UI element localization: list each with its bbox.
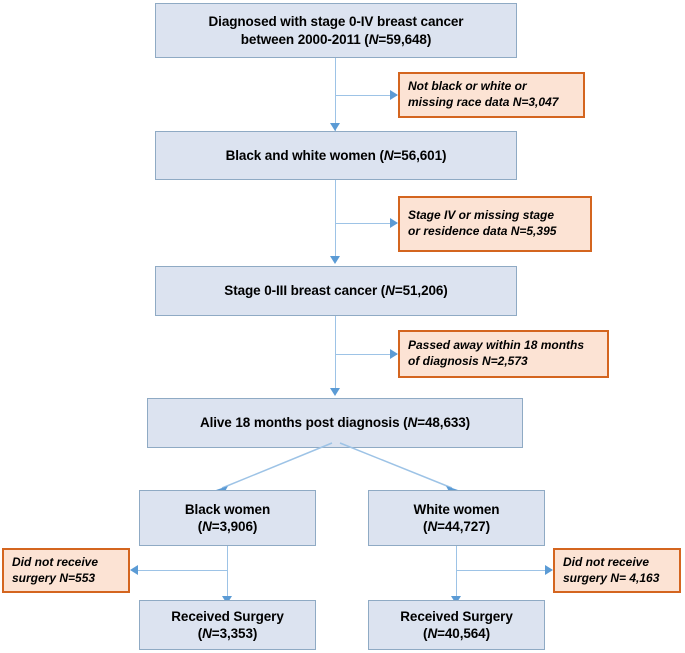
- exclusion-stage-line1: Stage IV or missing stage: [408, 208, 555, 223]
- arrowhead-to-exclusion-race: [390, 90, 398, 100]
- node-alive-pre: Alive 18 months post diagnosis (: [199, 415, 408, 431]
- node-stage-pre: Stage 0-III breast cancer (: [224, 283, 386, 299]
- node-black-white-n-symbol: N: [383, 147, 394, 163]
- node-stage-line1: Stage 0-III breast cancer (N=51,206): [156, 282, 516, 299]
- node-black-surgery-line1: Received Surgery: [171, 608, 284, 624]
- connector-to-exclusion-death: [335, 354, 397, 355]
- exclusion-stage-line2: or residence data N=5,395: [408, 224, 557, 238]
- exclusion-did-not-receive-surgery-white[interactable]: Did not receive surgery N= 4,163: [553, 548, 681, 593]
- node-white-surgery-line1: Received Surgery: [400, 608, 513, 624]
- exclusion-no-surgery-white-line1: Did not receive: [563, 554, 650, 569]
- node-diagnosed-with-stage-0-iv[interactable]: Diagnosed with stage 0-IV breast cancer …: [155, 3, 517, 58]
- arrowhead-to-exclusion-stage: [390, 218, 398, 228]
- node-black-women[interactable]: Black women (N=3,906): [139, 490, 316, 546]
- node-black-women-pre: (: [197, 519, 203, 534]
- node-black-white-post: =56,601): [393, 147, 447, 163]
- node-white-surgery-post: =40,564): [437, 626, 490, 641]
- node-black-white-pre: Black and white women (: [225, 147, 384, 163]
- connector-black-women-to-surgery: [227, 546, 228, 600]
- arrowhead-diagnosed-to-black-white: [330, 123, 340, 131]
- connector-to-exclusion-no-surgery-white: [456, 570, 547, 571]
- arrowhead-to-exclusion-no-surgery-black: [130, 565, 138, 575]
- node-black-surgery-post: =3,353): [211, 626, 258, 641]
- exclusion-race-line1: Not black or white or: [408, 79, 527, 94]
- node-white-surgery-line2: (N=40,564): [369, 625, 544, 642]
- node-white-women-pre: (: [423, 519, 428, 534]
- node-white-surgery-n-symbol: N: [427, 626, 438, 641]
- node-white-women-line1: White women: [413, 501, 500, 517]
- node-black-surgery-n-symbol: N: [202, 626, 212, 641]
- node-white-women-post: =44,727): [437, 519, 490, 534]
- node-alive-post: =48,633): [417, 415, 471, 431]
- node-stage-post: =51,206): [394, 283, 448, 299]
- node-stage-0-iii-breast-cancer[interactable]: Stage 0-III breast cancer (N=51,206): [155, 266, 517, 316]
- arrowhead-to-exclusion-no-surgery-white: [545, 565, 553, 575]
- connector-alive-to-white-women: [339, 442, 453, 489]
- node-diagnosed-line1: Diagnosed with stage 0-IV breast cancer: [208, 14, 464, 30]
- exclusion-passed-away-18-months[interactable]: Passed away within 18 months of diagnosi…: [398, 330, 609, 378]
- arrowhead-to-exclusion-death: [390, 349, 398, 359]
- connector-to-exclusion-stage: [335, 223, 397, 224]
- node-black-women-n-symbol: N: [202, 519, 212, 534]
- node-white-surgery-pre: (: [423, 626, 428, 641]
- node-alive-18-months-post-diagnosis[interactable]: Alive 18 months post diagnosis (N=48,633…: [147, 398, 523, 448]
- connector-to-exclusion-no-surgery-black: [137, 570, 228, 571]
- node-black-surgery-pre: (: [197, 626, 203, 641]
- exclusion-race-line2: missing race data N=3,047: [408, 95, 559, 109]
- node-diagnosed-n-symbol: N: [368, 31, 379, 47]
- node-diagnosed-line2: between 2000-2011 (N=59,648): [156, 31, 516, 48]
- arrowhead-black-white-to-stage: [330, 256, 340, 264]
- connector-alive-to-black-women: [221, 442, 333, 489]
- node-received-surgery-black[interactable]: Received Surgery (N=3,353): [139, 600, 316, 650]
- node-alive-line1: Alive 18 months post diagnosis (N=48,633…: [148, 414, 522, 431]
- node-received-surgery-white[interactable]: Received Surgery (N=40,564): [368, 600, 545, 650]
- exclusion-no-surgery-black-line2: surgery N=553: [12, 570, 96, 585]
- exclusion-no-surgery-black-line1: Did not receive: [12, 554, 99, 569]
- node-alive-n-symbol: N: [407, 415, 418, 431]
- node-black-women-line2: (N=3,906): [140, 518, 315, 535]
- exclusion-stage-iv-or-missing[interactable]: Stage IV or missing stage or residence d…: [398, 196, 592, 252]
- node-black-women-line1: Black women: [184, 501, 271, 517]
- exclusion-no-surgery-white-line2: surgery N= 4,163: [563, 570, 660, 585]
- connector-black-white-to-stage: [335, 180, 336, 260]
- connector-diagnosed-to-black-white: [335, 58, 336, 131]
- connector-white-women-to-surgery: [456, 546, 457, 600]
- exclusion-did-not-receive-surgery-black[interactable]: Did not receive surgery N=553: [2, 548, 130, 593]
- node-black-white-line1: Black and white women (N=56,601): [156, 147, 516, 164]
- node-black-and-white-women[interactable]: Black and white women (N=56,601): [155, 131, 517, 180]
- connector-to-exclusion-race: [335, 95, 397, 96]
- exclusion-death-line2: of diagnosis N=2,573: [408, 354, 528, 368]
- connector-alive-split: [216, 442, 458, 497]
- exclusion-death-line1: Passed away within 18 months: [408, 338, 585, 353]
- node-white-women-line2: (N=44,727): [369, 518, 544, 535]
- node-diagnosed-line2-pre: between 2000-2011 (: [240, 31, 369, 47]
- node-diagnosed-line2-post: =59,648): [378, 31, 432, 47]
- node-stage-n-symbol: N: [385, 283, 395, 299]
- node-white-women-n-symbol: N: [427, 519, 438, 534]
- node-white-women[interactable]: White women (N=44,727): [368, 490, 545, 546]
- node-black-surgery-line2: (N=3,353): [140, 625, 315, 642]
- node-black-women-post: =3,906): [211, 519, 258, 534]
- exclusion-not-black-or-white[interactable]: Not black or white or missing race data …: [398, 72, 585, 118]
- arrowhead-stage-to-alive: [330, 388, 340, 396]
